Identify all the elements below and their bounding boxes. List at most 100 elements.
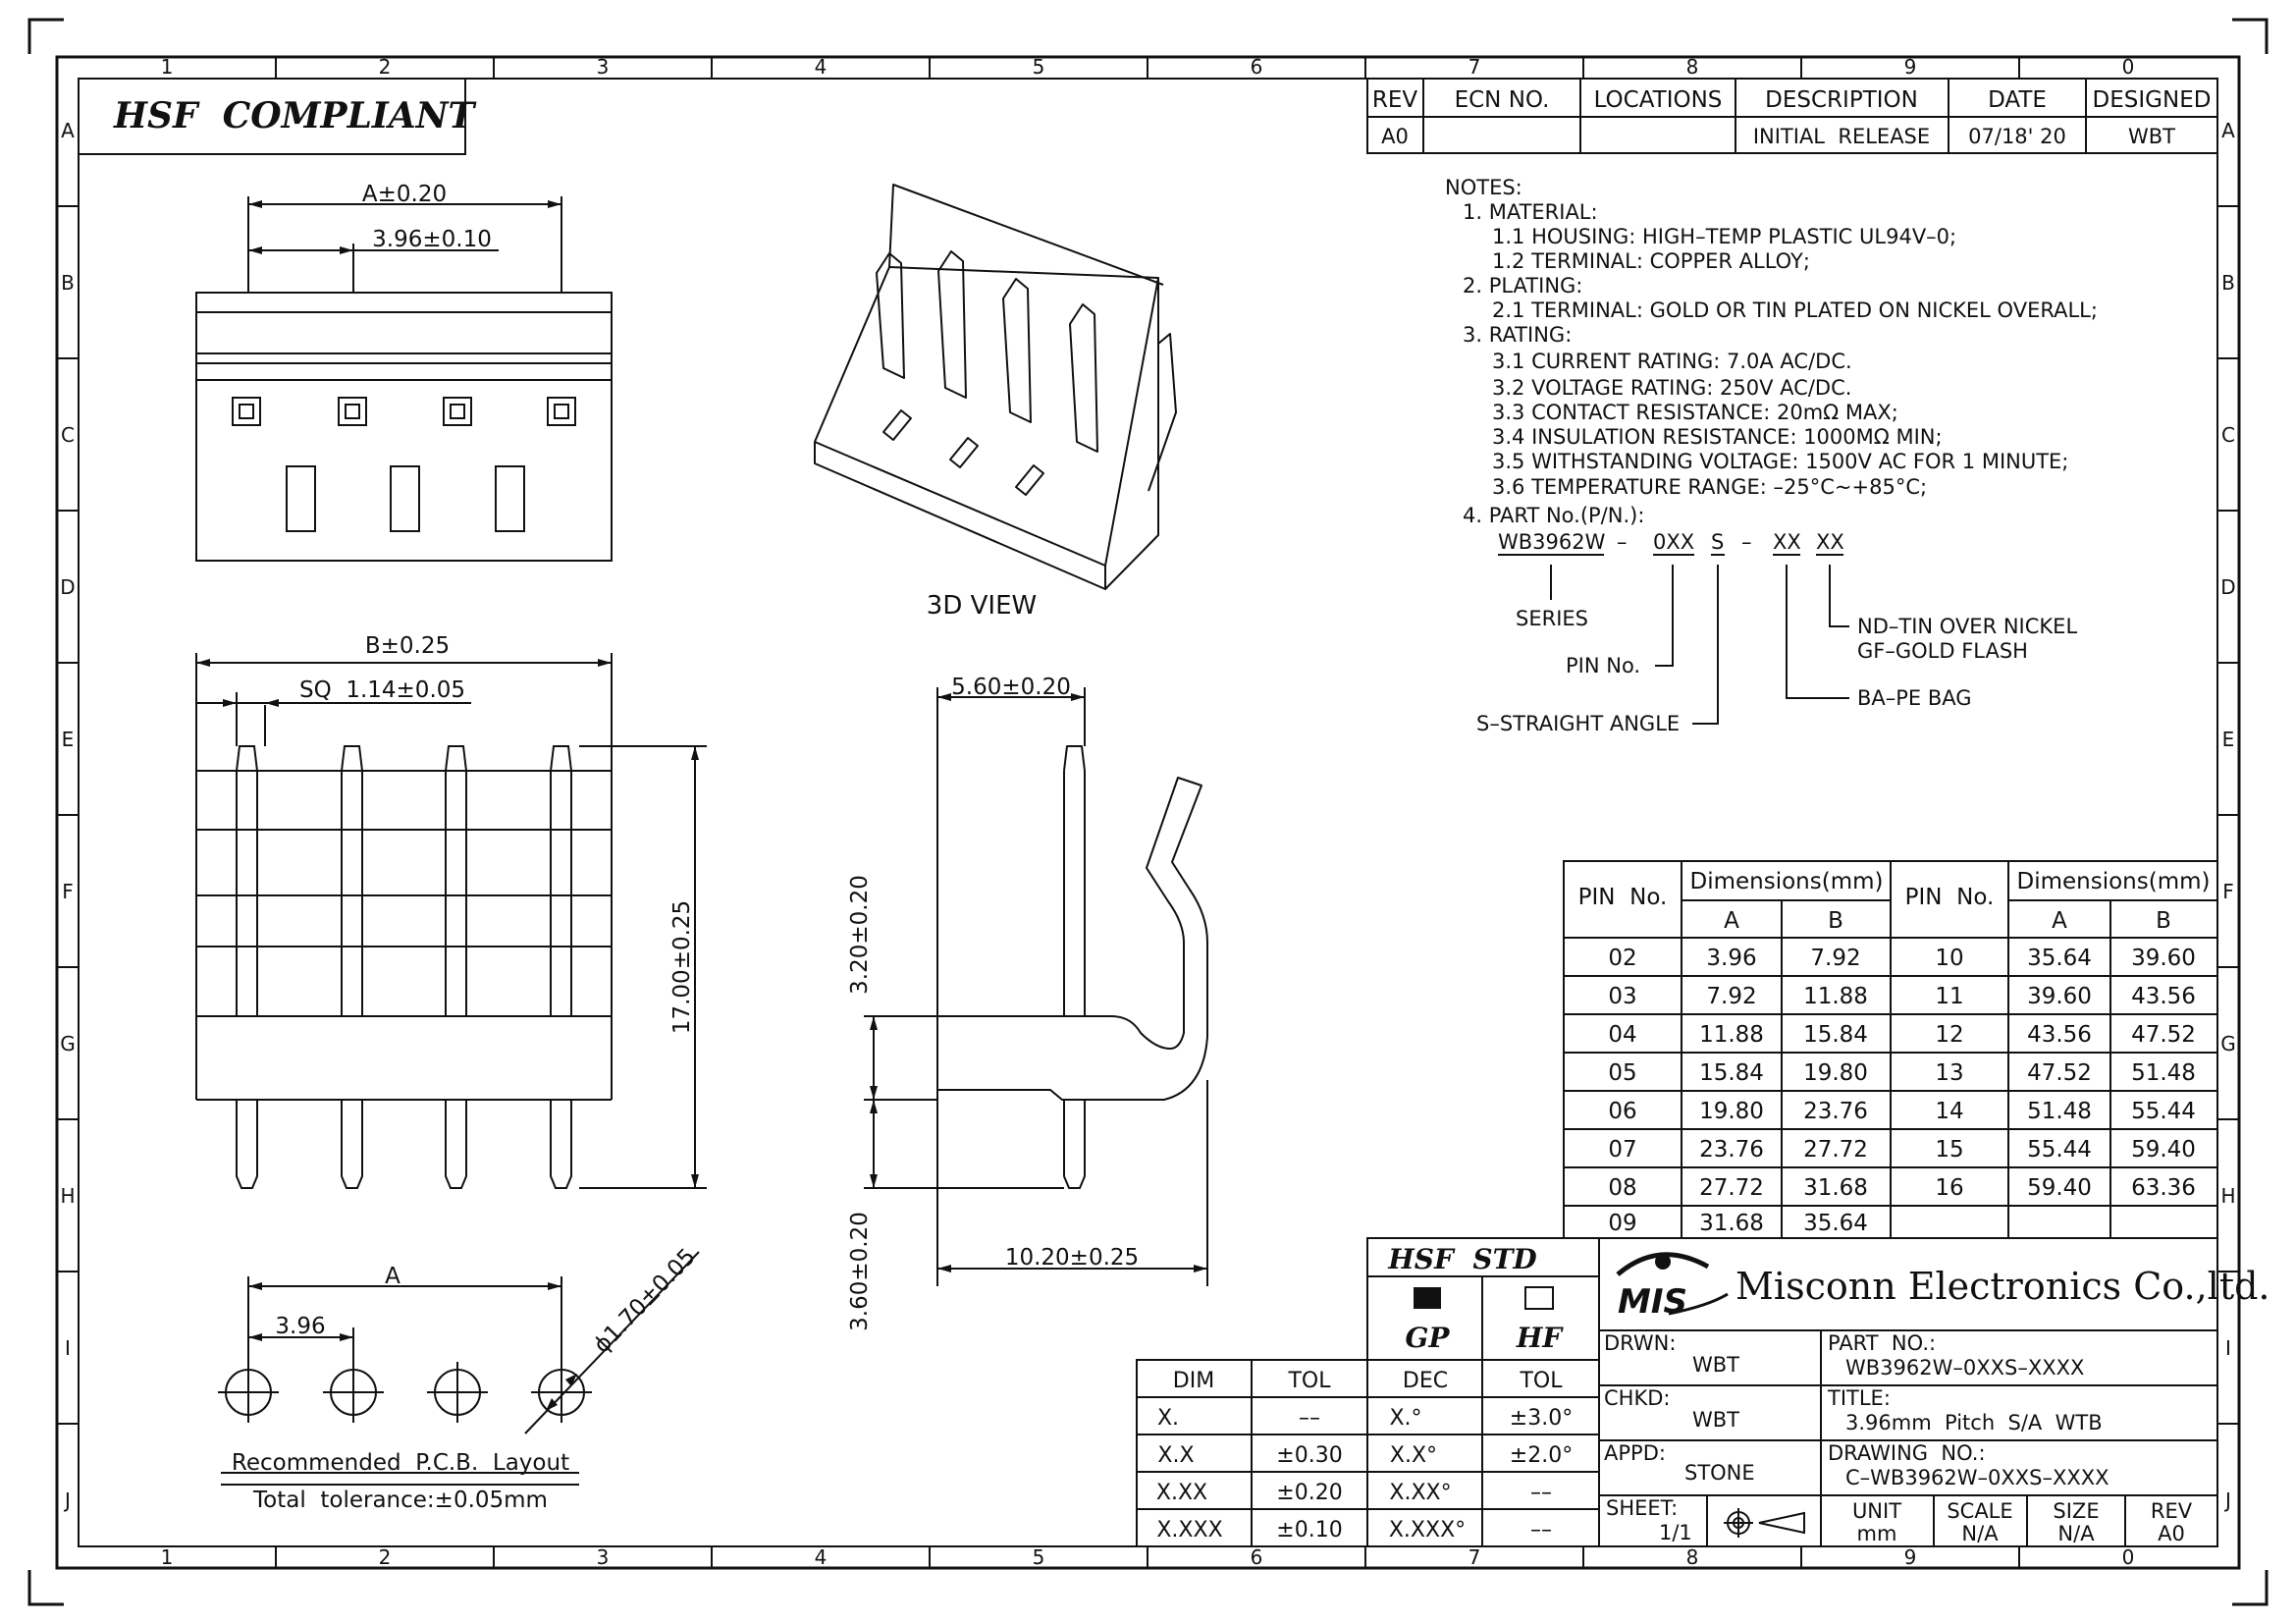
unit-value: mm <box>1857 1522 1897 1545</box>
dim-a-cell: 35.64 <box>2027 946 2092 971</box>
dim-b-cell: 11.88 <box>1803 984 1868 1009</box>
dim-b-cell: 19.80 <box>1803 1060 1868 1086</box>
dim-a-cell: 7.92 <box>1706 984 1756 1009</box>
pin-cell: 02 <box>1608 946 1636 971</box>
zone-col-label: 3 <box>597 1545 610 1569</box>
col-a-header: A <box>2052 908 2067 934</box>
pn-dash: – <box>1741 530 1752 554</box>
zone-row-label: D <box>60 575 75 599</box>
pcb-tolerance: Total tolerance:±0.05mm <box>252 1488 548 1513</box>
note-line: 2.1 TERMINAL: GOLD OR TIN PLATED ON NICK… <box>1492 298 2098 322</box>
pin-dimension-table: PIN No. Dimensions(mm) A B PIN No. Dimen… <box>1563 860 2218 1239</box>
tol-cell: ±2.0° <box>1510 1443 1573 1468</box>
zone-col-label: 4 <box>815 1545 828 1569</box>
tol-cell: ±0.10 <box>1276 1518 1342 1543</box>
pin-cell: 13 <box>1935 1060 1963 1086</box>
pin-header: PIN No. <box>1578 885 1668 910</box>
zone-col-label: 9 <box>1904 55 1917 79</box>
dim-header: DIM <box>1173 1369 1214 1393</box>
tol-cell: –– <box>1530 1481 1552 1505</box>
rev-value: A0 <box>2158 1522 2185 1545</box>
dimensions-header: Dimensions(mm) <box>1690 869 1884 894</box>
pn-plating-code: XX <box>1816 530 1844 554</box>
dim-cell: X.XXX <box>1156 1518 1222 1543</box>
dim-a-cell: 47.52 <box>2027 1060 2092 1086</box>
zone-row-label: H <box>60 1184 75 1208</box>
logo-text: MIS <box>1618 1282 1687 1322</box>
zone-row-label: E <box>62 728 75 751</box>
dim-a-cell: 19.80 <box>1699 1099 1764 1124</box>
zone-col-label: 1 <box>161 55 174 79</box>
pin-cell: 10 <box>1935 946 1963 971</box>
dim-b-cell: 23.76 <box>1803 1099 1868 1124</box>
tol-header: TOL <box>1287 1369 1331 1393</box>
zone-row-label: C <box>2221 423 2235 447</box>
zone-row-label: B <box>61 271 75 295</box>
description-value: INITIAL RELEASE <box>1753 125 1930 148</box>
scale-value: N/A <box>1961 1522 1999 1545</box>
description-header: DESCRIPTION <box>1765 87 1918 113</box>
zone-col-label: 7 <box>1468 1545 1481 1569</box>
dim-b-cell: 47.52 <box>2131 1022 2196 1048</box>
locations-header: LOCATIONS <box>1594 87 1723 113</box>
rev-label: REV <box>2151 1499 2193 1523</box>
hsf-compliant-box <box>78 78 466 155</box>
note-line: 3. RATING: <box>1463 323 1572 347</box>
designed-value: WBT <box>2128 125 2175 148</box>
tol-cell: –– <box>1299 1406 1320 1431</box>
gp-marker <box>1414 1287 1441 1309</box>
dim-a-cell: 59.40 <box>2027 1175 2092 1201</box>
dim-b-cell: 43.56 <box>2131 984 2196 1009</box>
zone-row-label: B <box>2221 271 2235 295</box>
col-b-header: B <box>2156 908 2171 934</box>
dec-cell: X.XXX° <box>1389 1518 1466 1543</box>
pin-cell: 12 <box>1935 1022 1963 1048</box>
dim-a-cell: 43.56 <box>2027 1022 2092 1048</box>
dim-b-cell: 15.84 <box>1803 1022 1868 1048</box>
drawn-value: WBT <box>1692 1353 1739 1377</box>
pin-cell: 09 <box>1608 1211 1636 1236</box>
sheet-label: SHEET: <box>1606 1496 1678 1520</box>
zone-col-label: 3 <box>597 55 610 79</box>
pin-cell: 05 <box>1608 1060 1636 1086</box>
zone-col-label: 6 <box>1251 55 1263 79</box>
size-label: SIZE <box>2053 1499 2099 1523</box>
part-number-breakdown: WB3962W – 0XX S – XX XX SERIES PIN No. S… <box>1476 530 2077 735</box>
designed-header: DESIGNED <box>2093 87 2212 113</box>
note-line: 3.3 CONTACT RESISTANCE: 20mΩ MAX; <box>1492 401 1898 424</box>
pin-header: PIN No. <box>1905 885 1995 910</box>
title-value: 3.96mm Pitch S/A WTB <box>1845 1411 2103 1435</box>
scale-label: SCALE <box>1947 1499 2012 1523</box>
top-dim-a: A±0.20 <box>362 182 447 207</box>
pn-bag-code: XX <box>1773 530 1801 554</box>
pin-cell: 08 <box>1608 1175 1636 1201</box>
pin-cell: 15 <box>1935 1137 1963 1163</box>
zone-row-label: C <box>61 423 75 447</box>
dec-header: DEC <box>1403 1369 1448 1393</box>
pn-series-label: SERIES <box>1516 607 1588 630</box>
col-a-header: A <box>1724 908 1739 934</box>
zone-row-label: F <box>2222 880 2234 903</box>
pin-cell: 11 <box>1935 984 1963 1009</box>
note-line: 3.2 VOLTAGE RATING: 250V AC/DC. <box>1492 376 1851 400</box>
dim-cell: X.XX <box>1156 1481 1207 1505</box>
pin-cell: 04 <box>1608 1022 1636 1048</box>
zone-col-label: 8 <box>1686 1545 1699 1569</box>
pn-angle-code: S <box>1711 530 1724 554</box>
tol-cell: ±0.20 <box>1276 1481 1342 1505</box>
approved-label: APPD: <box>1604 1441 1666 1465</box>
pin-cell: 07 <box>1608 1137 1636 1163</box>
corner-marks <box>27 18 2269 1606</box>
note-line: 4. PART No.(P/N.): <box>1463 504 1644 527</box>
tol-cell: –– <box>1530 1518 1552 1543</box>
col-b-header: B <box>1828 908 1843 934</box>
hf-label: HF <box>1516 1322 1564 1354</box>
note-line: 3.6 TEMPERATURE RANGE: –25°C~+85°C; <box>1492 475 1927 499</box>
dim-a-cell: 27.72 <box>1699 1175 1764 1201</box>
zone-row-label: E <box>2222 728 2235 751</box>
zone-col-label: 1 <box>161 1545 174 1569</box>
side-dim-lower: 3.60±0.20 <box>847 1212 873 1331</box>
zone-col-label: 6 <box>1251 1545 1263 1569</box>
side-view <box>864 687 1208 1286</box>
zone-col-label: 2 <box>379 1545 392 1569</box>
